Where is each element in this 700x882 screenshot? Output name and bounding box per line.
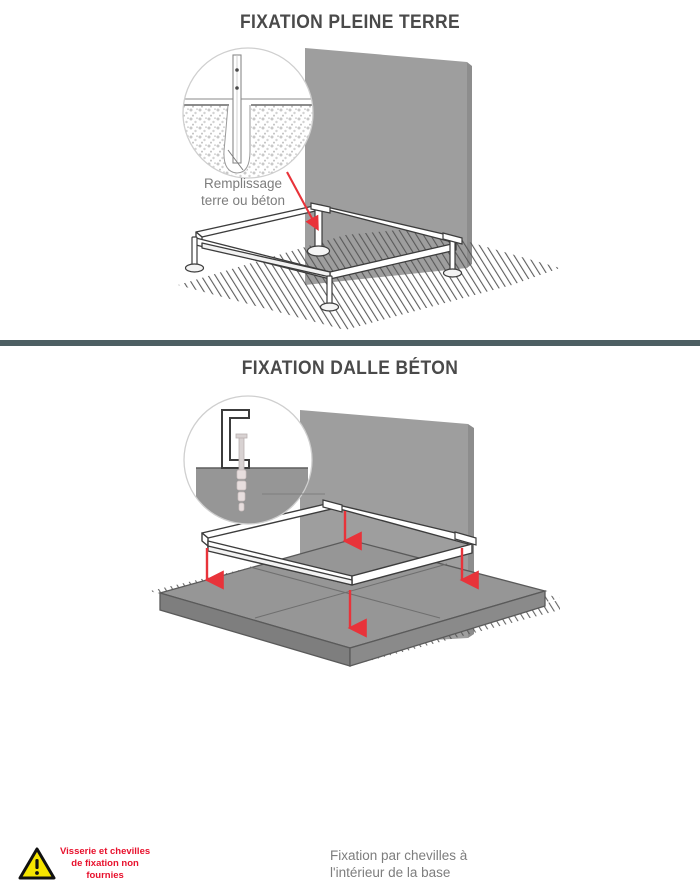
slab-anchor-detail	[183, 395, 313, 525]
callout-remplissage: Remplissage terre ou béton	[200, 176, 286, 208]
ground-illustration	[0, 0, 700, 340]
callout-leader-line	[227, 149, 244, 171]
frame-brackets	[322, 499, 477, 546]
section-divider	[0, 340, 700, 346]
red-arrow-to-post	[286, 171, 319, 232]
page-title-slab: FIXATION DALLE BÉTON	[241, 358, 459, 379]
page-title-ground: FIXATION PLEINE TERRE	[239, 12, 461, 33]
ground-post-detail	[182, 47, 314, 179]
ground-hatching	[178, 228, 560, 330]
frame-legs	[184, 204, 463, 312]
callout-fixation-chevilles: Fixation par chevilles à l'intérieur de …	[330, 848, 468, 880]
panel-fixation-pleine-terre: FIXATION PLEINE TERRE	[0, 0, 700, 340]
mounting-arrows	[204, 511, 479, 638]
slab-illustration	[0, 348, 700, 700]
frame-brackets	[310, 202, 463, 245]
concrete-slab	[157, 539, 548, 667]
wall	[305, 48, 472, 285]
warning-notice: Visserie et chevilles de fixation non fo…	[18, 846, 166, 882]
frame-structure	[201, 502, 473, 586]
panel-fixation-dalle-beton: FIXATION DALLE BÉTON	[0, 348, 700, 881]
warning-text: Visserie et chevilles de fixation non fo…	[60, 846, 151, 881]
warning-triangle-icon	[18, 847, 56, 880]
